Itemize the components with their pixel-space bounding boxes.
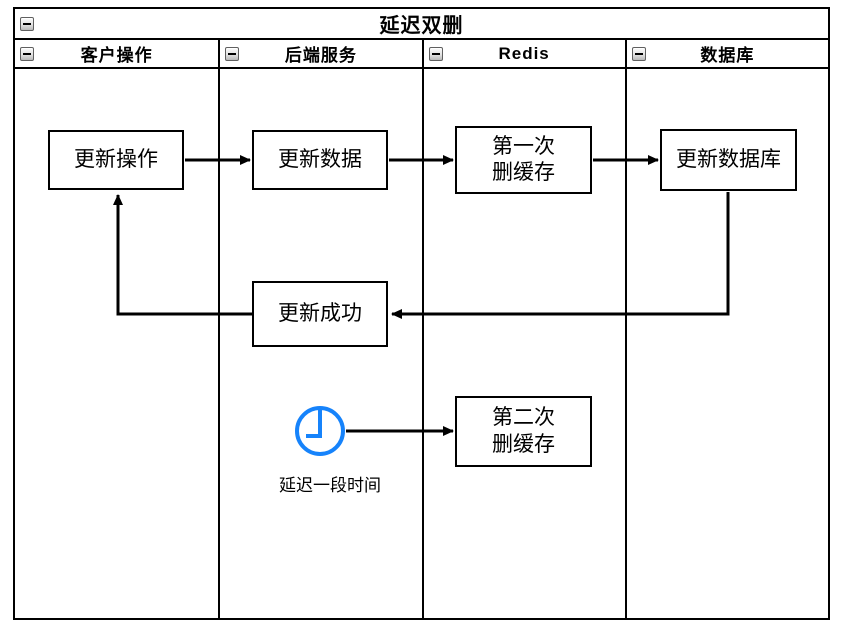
node-label: 更新数据库: [676, 147, 781, 171]
delay-label: 延迟一段时间: [279, 476, 381, 495]
minus-icon: [634, 52, 643, 55]
pool-title: 延迟双删: [379, 15, 464, 37]
node-label: 更新成功: [278, 301, 362, 325]
lane-collapse-button-database[interactable]: [631, 46, 646, 61]
pool-title-bar: 延迟双删: [15, 9, 828, 40]
pool-frame: 延迟双删 客户操作 后端服务: [13, 7, 830, 620]
node-update-success[interactable]: 更新成功: [252, 281, 388, 347]
clock-icon[interactable]: [293, 404, 347, 458]
lane-header-backend-service: 后端服务: [220, 40, 422, 69]
node-update-data[interactable]: 更新数据: [252, 130, 388, 190]
node-update-database[interactable]: 更新数据库: [660, 129, 797, 191]
lane-label-client-ops: 客户操作: [80, 46, 153, 65]
node-label: 更新数据: [278, 147, 362, 171]
node-label: 更新操作: [74, 147, 158, 171]
minus-icon: [23, 52, 31, 55]
lane-label-backend-service: 后端服务: [284, 46, 357, 65]
lane-redis: Redis: [421, 40, 625, 618]
lane-header-database: 数据库: [626, 40, 828, 69]
lane-backend-service: 后端服务: [218, 40, 422, 618]
lane-container: 客户操作 后端服务 Redis: [15, 40, 828, 618]
lane-collapse-button-redis[interactable]: [428, 46, 443, 61]
lane-label-database: 数据库: [700, 46, 755, 65]
node-update-op[interactable]: 更新操作: [48, 130, 184, 190]
lane-client-ops: 客户操作: [15, 40, 219, 618]
lane-label-redis: Redis: [498, 43, 550, 63]
lane-collapse-button-backend-service[interactable]: [225, 46, 240, 61]
lane-header-client-ops: 客户操作: [15, 40, 219, 69]
minus-icon: [431, 52, 440, 55]
clock-hands-icon: [306, 410, 322, 438]
minus-icon: [228, 52, 237, 55]
node-label: 第一次 删缓存: [492, 134, 555, 184]
node-second-cache-delete[interactable]: 第二次 删缓存: [455, 396, 592, 467]
node-label: 第二次 删缓存: [492, 406, 555, 456]
lane-database: 数据库: [624, 40, 828, 618]
lane-collapse-button-client-ops[interactable]: [20, 46, 34, 61]
node-first-cache-delete[interactable]: 第一次 删缓存: [455, 126, 592, 194]
minus-icon: [23, 22, 31, 25]
pool-collapse-button[interactable]: [20, 16, 34, 31]
lane-header-redis: Redis: [423, 40, 625, 69]
